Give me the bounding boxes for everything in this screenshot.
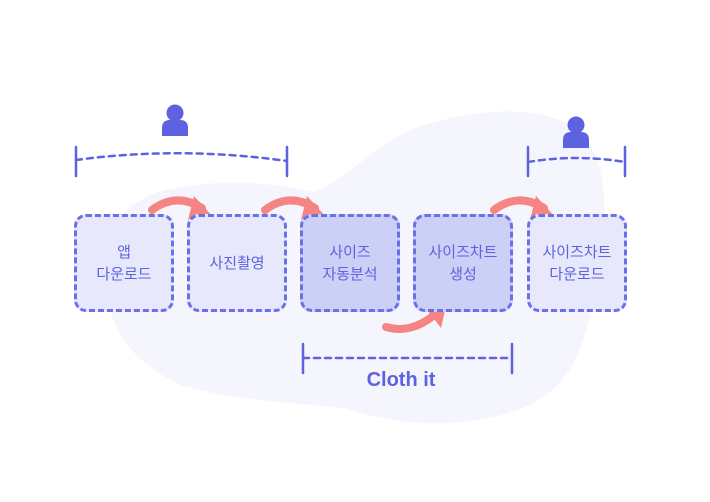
step-label: 다운로드 — [96, 265, 152, 283]
bracket-curve-top-right — [526, 156, 627, 164]
step-label: 사이즈차트 — [542, 243, 612, 261]
step-label: 자동분석 — [322, 265, 378, 283]
step-label: 사진촬영 — [209, 254, 265, 272]
user-icon — [162, 104, 188, 136]
step-label: 사이즈차트 — [428, 243, 498, 261]
step-app-download: 앱 다운로드 — [74, 214, 174, 312]
step-label: 생성 — [449, 265, 477, 283]
step-label: 사이즈 — [329, 243, 371, 261]
step-chart-download: 사이즈차트 다운로드 — [527, 214, 627, 312]
step-label: 다운로드 — [549, 265, 605, 283]
bracket-curve-top-left — [74, 151, 289, 163]
step-chart-create: 사이즈차트 생성 — [413, 214, 513, 312]
step-take-photo: 사진촬영 — [187, 214, 287, 312]
brand-name: Cloth it — [366, 369, 436, 391]
step-label: 앱 — [117, 243, 131, 261]
step-size-analysis: 사이즈 자동분석 — [300, 214, 400, 312]
user-icon — [563, 116, 589, 148]
